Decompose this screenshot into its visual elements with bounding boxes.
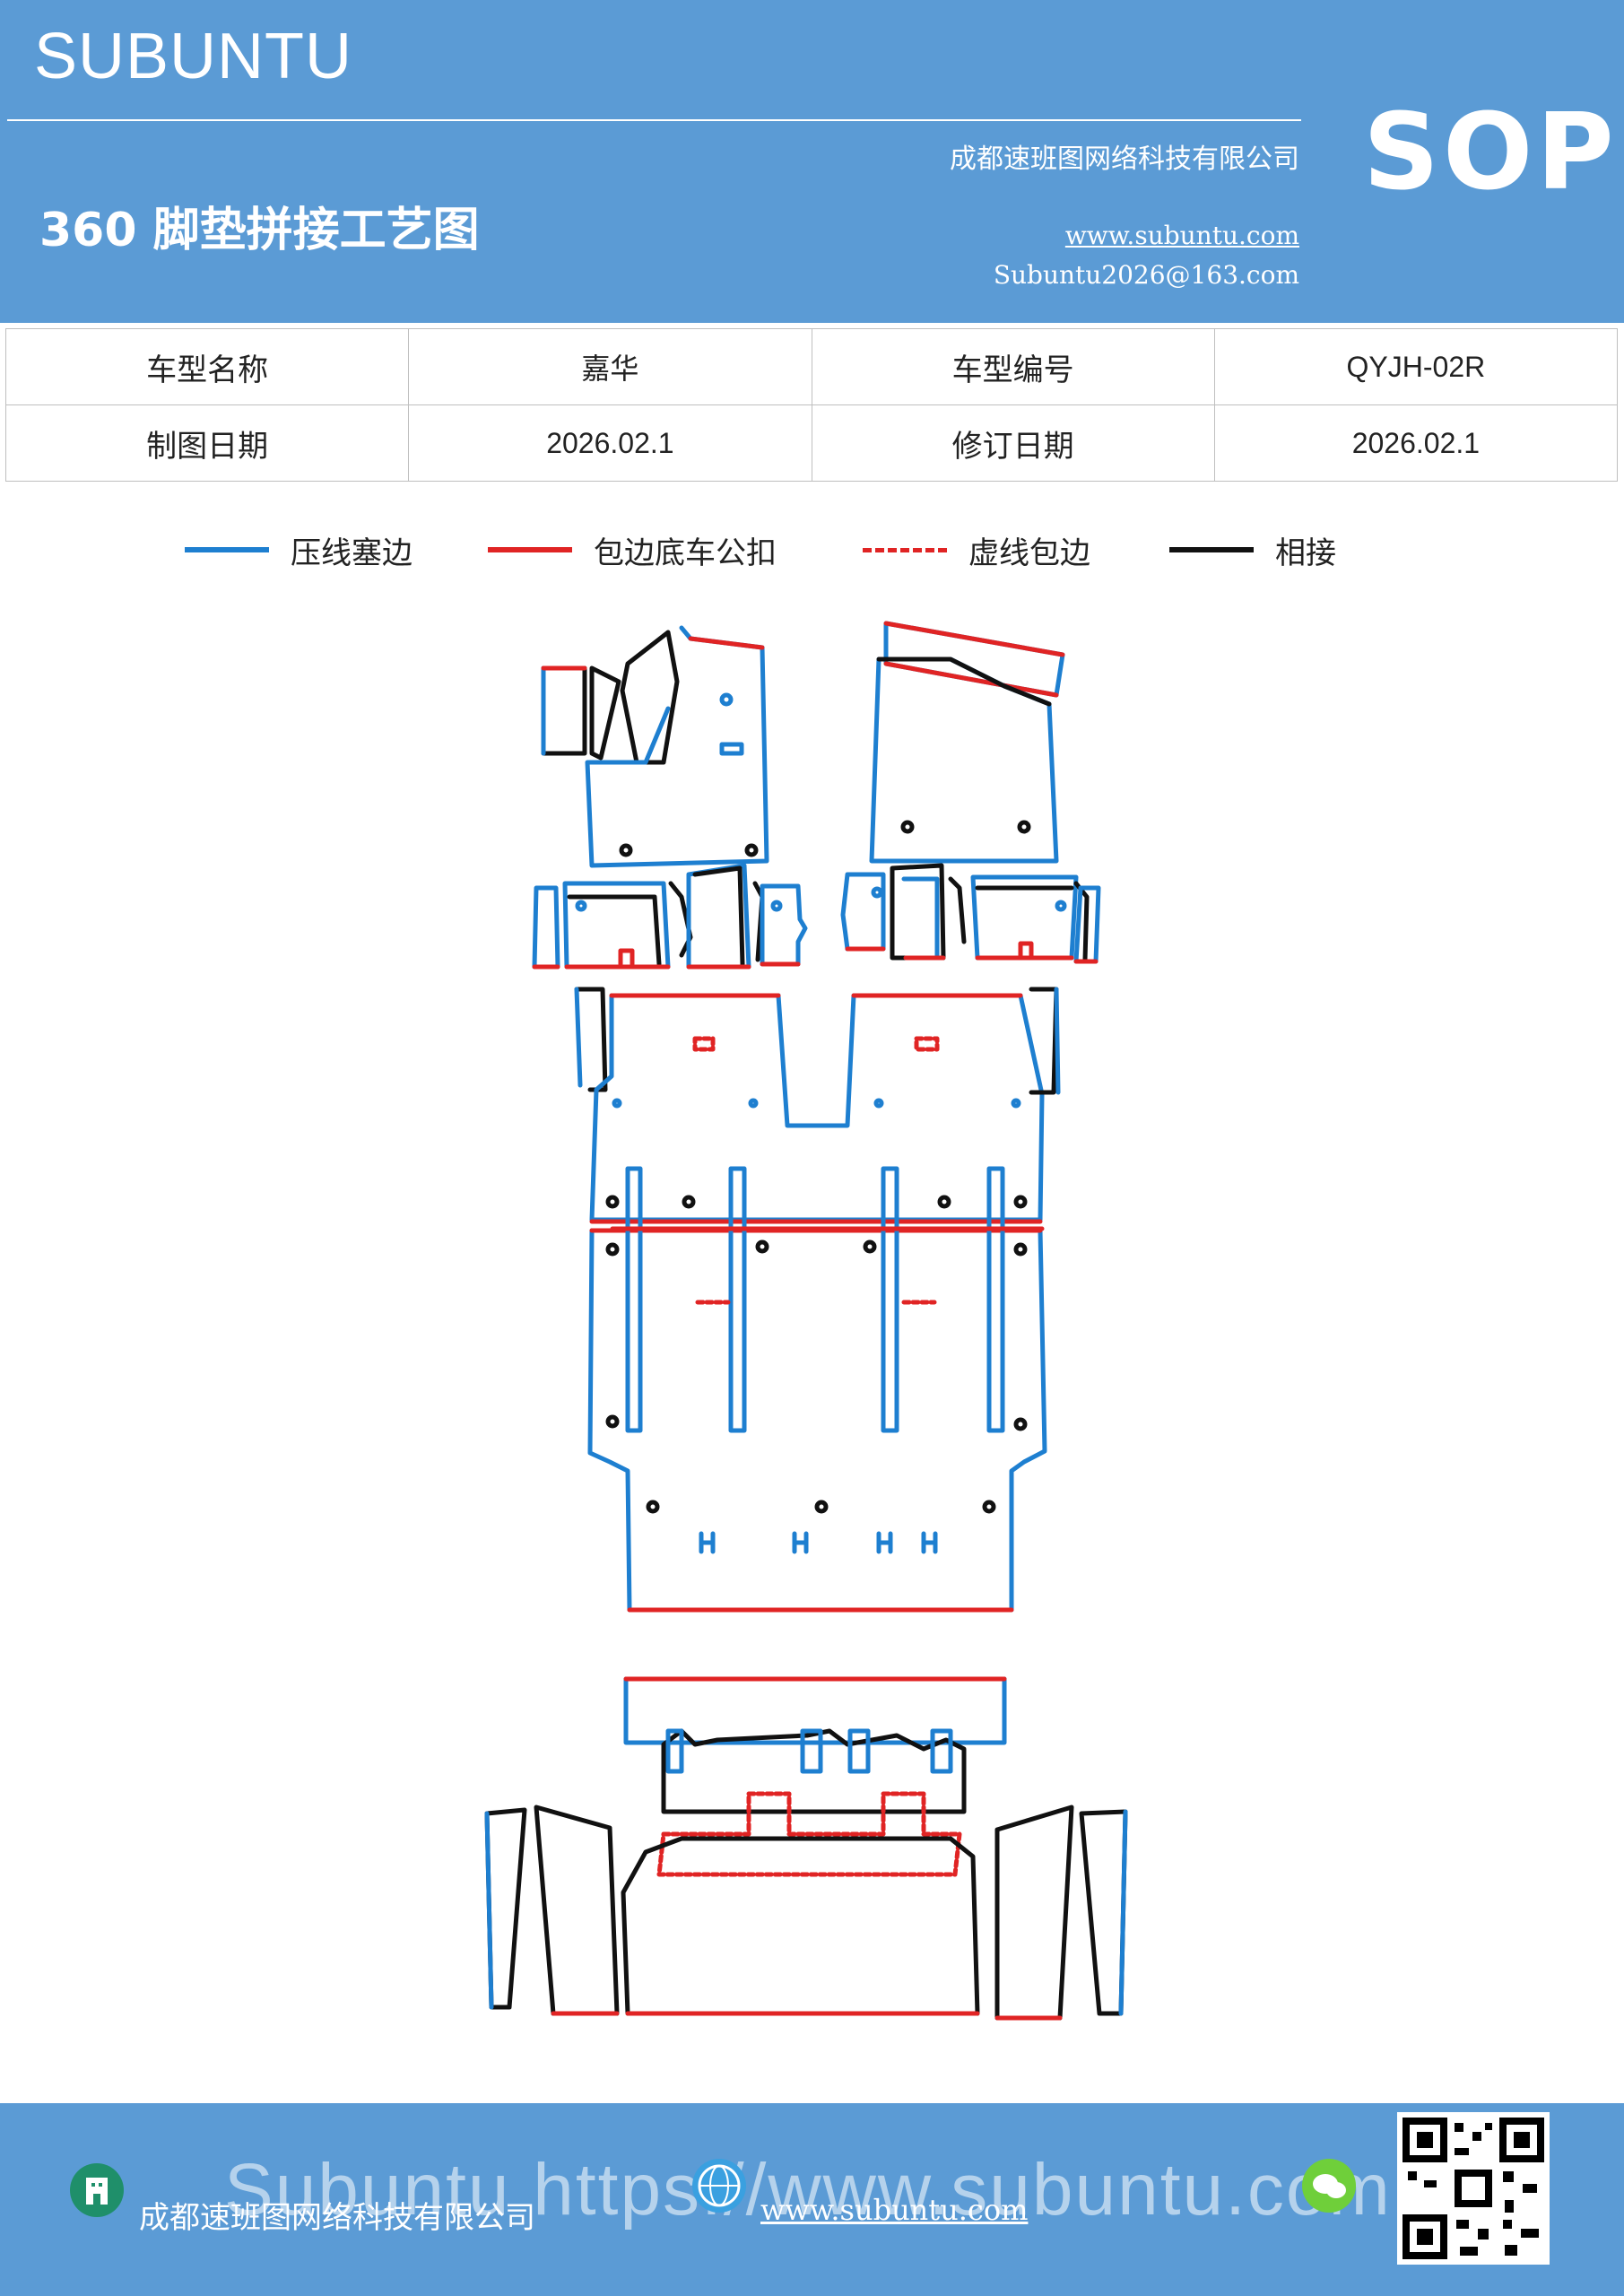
- footer-company-name: 成都速班图网络科技有限公司: [139, 2200, 535, 2236]
- legend-label: 虚线包边: [968, 535, 1090, 571]
- third-row-mat: [587, 1166, 1047, 1613]
- revision-date-value: 2026.02.1: [1213, 404, 1619, 482]
- qr-code: [1397, 2112, 1550, 2265]
- legend-item-black: 相接: [1169, 527, 1336, 572]
- revision-date-label: 修订日期: [811, 404, 1215, 482]
- brand-logo-text: SUBUNTU: [34, 21, 353, 92]
- draw-date-label: 制图日期: [4, 404, 410, 482]
- globe-icon: [692, 2159, 746, 2213]
- header-divider: [7, 119, 1301, 121]
- legend-label: 包边底车公扣: [594, 535, 777, 571]
- second-row-mat: [574, 987, 1061, 1224]
- vehicle-name-value: 嘉华: [408, 328, 812, 405]
- floor-mat-layout-drawing: [484, 621, 1128, 2021]
- document-title: 360 脚垫拼接工艺图: [39, 204, 480, 257]
- table-row: 制图日期 2026.02.1 修订日期 2026.02.1: [4, 404, 1619, 482]
- front-left-mat: [541, 625, 769, 868]
- table-row: 车型名称 嘉华 车型编号 QYJH-02R: [4, 328, 1619, 405]
- vehicle-name-label: 车型名称: [4, 328, 410, 405]
- draw-date-value: 2026.02.1: [408, 404, 812, 482]
- legend-swatch-red-dashed: [863, 547, 947, 552]
- vehicle-code-label: 车型编号: [811, 328, 1215, 405]
- contact-email: Subuntu2026@163.com: [993, 260, 1299, 290]
- front-left-lower-pieces: [532, 863, 808, 970]
- legend-item-blue: 压线塞边: [185, 527, 413, 572]
- footer-banner: Subuntu https://www.subuntu.com 成都速班图网络科…: [0, 2103, 1624, 2296]
- vehicle-info-table: 车型名称 嘉华 车型编号 QYJH-02R 制图日期 2026.02.1 修订日…: [4, 328, 1619, 482]
- legend-item-red-dashed: 虚线包边: [863, 527, 1090, 572]
- company-name: 成都速班图网络科技有限公司: [950, 144, 1299, 175]
- line-legend: 压线塞边 包边底车公扣 虚线包边 相接: [0, 527, 1624, 572]
- legend-swatch-red: [488, 547, 572, 552]
- legend-swatch-black: [1169, 547, 1254, 552]
- header-banner: SUBUNTU 成都速班图网络科技有限公司 360 脚垫拼接工艺图 www.su…: [0, 0, 1624, 323]
- building-icon: [70, 2163, 124, 2217]
- legend-label: 压线塞边: [291, 535, 413, 571]
- legend-label: 相接: [1275, 535, 1336, 571]
- trunk-mats: [484, 1676, 1128, 2021]
- legend-item-red: 包边底车公扣: [488, 527, 777, 572]
- front-right-mat: [869, 621, 1065, 864]
- footer-watermark: Subuntu https://www.subuntu.com: [224, 2149, 1392, 2231]
- wechat-icon: [1302, 2159, 1356, 2213]
- footer-website-link[interactable]: www.subuntu.com: [760, 2193, 1029, 2227]
- legend-swatch-blue: [185, 547, 269, 552]
- vehicle-code-value: QYJH-02R: [1213, 328, 1619, 405]
- front-right-lower-pieces: [840, 863, 1101, 964]
- sop-badge: SOP: [1363, 90, 1618, 213]
- website-link[interactable]: www.subuntu.com: [1064, 221, 1299, 250]
